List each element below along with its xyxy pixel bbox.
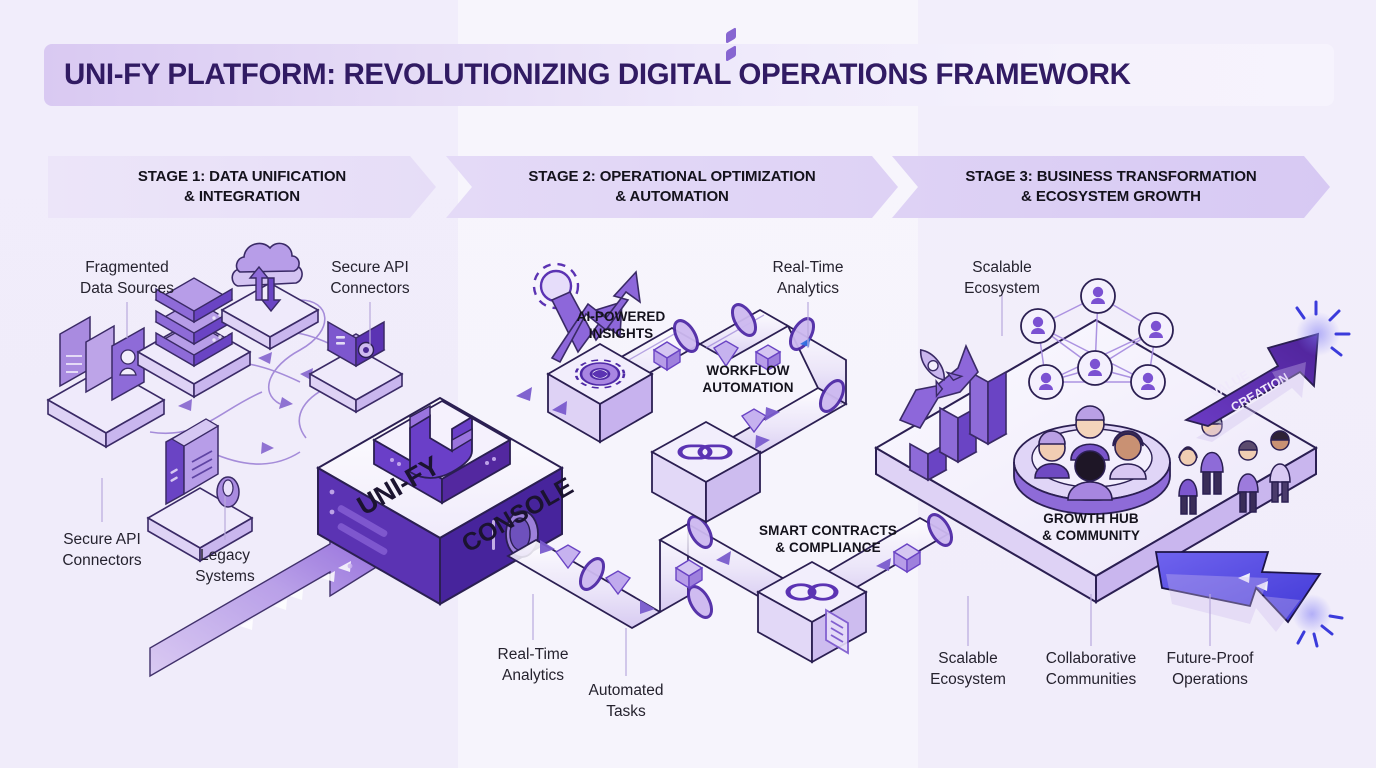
caption-collaborative-communities: Collaborative Communities [1045, 650, 1137, 688]
stage-header-2[interactable]: STAGE 2: OPERATIONAL OPTIMIZATION & AUTO… [446, 156, 898, 218]
title-bar: UNI-FY PLATFORM: REVOLUTIONIZING DIGITAL… [44, 44, 1334, 106]
caption-legacy-systems: Legacy Systems [195, 547, 255, 585]
caption-secure-api-connectors-top: Secure API Connectors [330, 259, 410, 297]
label-workflow-automation: WORKFLOW AUTOMATION [702, 363, 794, 395]
stage-header-1-line1: STAGE 1: DATA UNIFICATION [137, 168, 347, 186]
stage-header-3-line1: STAGE 3: BUSINESS TRANSFORMATION [965, 168, 1257, 186]
label-ai-powered-insights: AI-POWERED INSIGHTS [576, 309, 666, 341]
caption-scalable-ecosystem-top: Scalable Ecosystem [964, 259, 1040, 297]
stage-header-1[interactable]: STAGE 1: DATA UNIFICATION & INTEGRATION [48, 156, 436, 218]
caption-automated-tasks: Automated Tasks [588, 682, 664, 720]
stage-header-2-line1: STAGE 2: OPERATIONAL OPTIMIZATION [528, 168, 816, 186]
caption-real-time-analytics-bottom: Real-Time Analytics [497, 646, 569, 684]
caption-future-proof-operations: Future-Proof Operations [1166, 650, 1254, 688]
stage-header-1-line2: & INTEGRATION [184, 188, 300, 205]
stage-header-3-line2: & ECOSYSTEM GROWTH [1021, 188, 1201, 205]
page-title: UNI-FY PLATFORM: REVOLUTIONIZING DIGITAL… [64, 58, 1131, 91]
band-stage-1 [0, 0, 458, 768]
label-smart-contracts-compliance: SMART CONTRACTS & COMPLIANCE [759, 523, 897, 555]
caption-real-time-analytics-top: Real-Time Analytics [772, 259, 844, 297]
stage-header-2-line2: & AUTOMATION [615, 188, 729, 205]
stage-header-3[interactable]: STAGE 3: BUSINESS TRANSFORMATION & ECOSY… [892, 156, 1330, 218]
caption-scalable-ecosystem-bottom: Scalable Ecosystem [930, 650, 1006, 688]
label-growth-hub-community: GROWTH HUB & COMMUNITY [1042, 511, 1140, 543]
caption-fragmented-data-sources: Fragmented Data Sources [80, 259, 174, 297]
caption-secure-api-connectors-bottom: Secure API Connectors [62, 531, 142, 569]
